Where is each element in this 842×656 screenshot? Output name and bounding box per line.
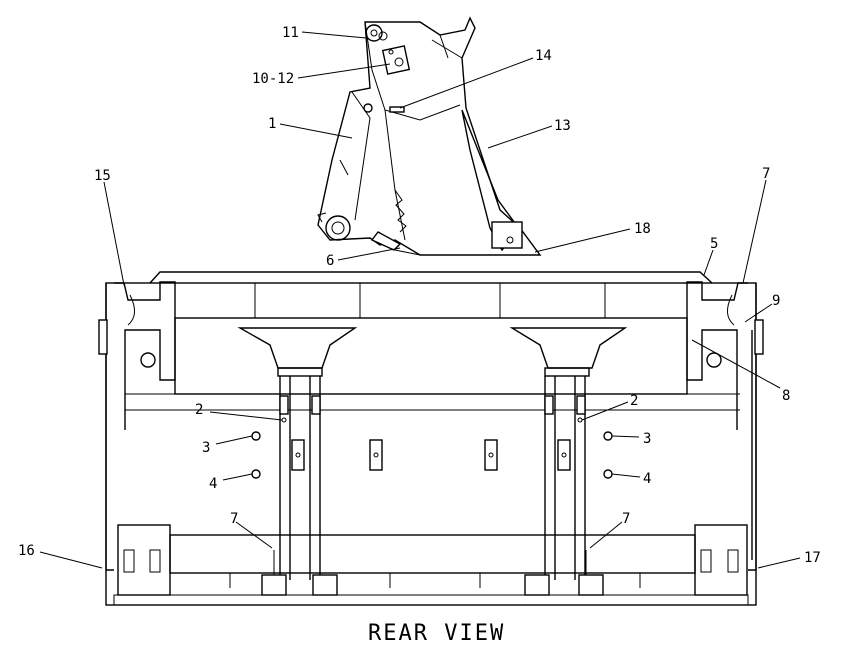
arm-outline	[317, 16, 542, 256]
callout-18: 18	[634, 221, 651, 237]
callout-11: 11	[282, 25, 299, 41]
bottom-beam	[169, 534, 696, 574]
fork-shoe	[312, 574, 338, 596]
rear-view	[98, 271, 764, 606]
callout-4-left: 4	[209, 476, 217, 492]
right-side-bracket	[686, 281, 764, 571]
leader-lines	[39, 31, 801, 569]
center-slot-right	[484, 439, 498, 471]
callout-3-left: 3	[202, 440, 210, 456]
beam-stubs	[229, 573, 641, 588]
callout-13: 13	[554, 118, 571, 134]
left-side-bracket	[98, 281, 176, 571]
callout-1: 1	[268, 116, 276, 132]
callout-2-left: 2	[195, 402, 203, 418]
callout-15: 15	[94, 168, 111, 184]
fork-shoe	[578, 574, 604, 596]
cylinder-foot	[491, 221, 523, 249]
callout-4-right: 4	[643, 471, 651, 487]
fork-shoe	[261, 574, 287, 596]
bottom-right-box	[694, 524, 748, 596]
callout-17: 17	[804, 550, 821, 566]
callout-10-12: 10-12	[252, 71, 294, 87]
right-fork-mount	[509, 327, 628, 580]
lower-pivot	[325, 215, 351, 241]
fork-shoe	[524, 574, 550, 596]
callout-7-left: 7	[230, 511, 238, 527]
side-view	[317, 16, 542, 256]
pin-11	[365, 24, 383, 42]
callout-14: 14	[535, 48, 552, 64]
callout-3-right: 3	[643, 431, 651, 447]
callout-5: 5	[710, 236, 718, 252]
left-fork-mount	[237, 327, 358, 580]
top-rail	[149, 271, 713, 284]
center-slot-left	[369, 439, 383, 471]
callout-2-right: 2	[630, 393, 638, 409]
slot-14	[389, 106, 405, 113]
arm-pivot-hole	[363, 103, 373, 113]
view-title: REAR VIEW	[368, 621, 505, 646]
callout-9: 9	[772, 293, 780, 309]
callout-7-right: 7	[622, 511, 630, 527]
callout-16: 16	[18, 543, 35, 559]
callout-7-top: 7	[762, 166, 770, 182]
callout-8: 8	[782, 388, 790, 404]
callout-labels: 11 10-12 14 1 13 18 6 15 7 5 9 8 2 2 3 3…	[18, 25, 821, 566]
bottom-left-box	[117, 524, 171, 596]
rail-posts	[254, 283, 606, 318]
cylinder-13	[461, 109, 521, 252]
latch-6	[370, 231, 402, 251]
callout-6: 6	[326, 253, 334, 269]
